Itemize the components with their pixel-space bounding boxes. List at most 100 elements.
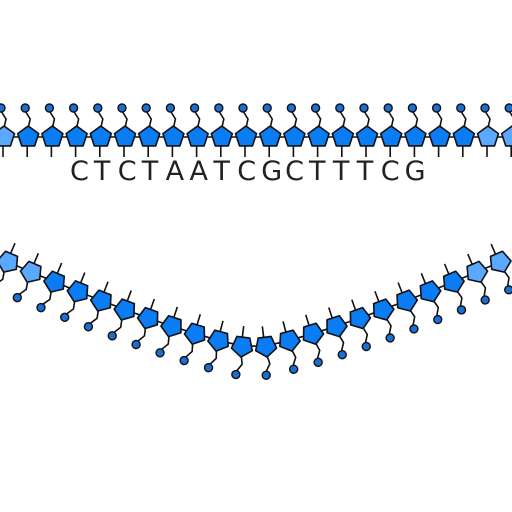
nucleotide-33 [230, 326, 254, 380]
sugar-pentagon-42 [442, 270, 465, 293]
nucleotide-12 [258, 103, 282, 157]
sugar-pentagon-10 [210, 125, 234, 147]
sugar-pentagon-25 [43, 270, 66, 293]
nucleotide-4 [65, 103, 88, 157]
nucleotide-20 [452, 103, 476, 157]
phosphate-5 [93, 103, 103, 113]
phosphate-25 [36, 302, 46, 313]
phosphate-13 [286, 103, 297, 113]
nucleotide-8 [162, 103, 185, 157]
sequence-letters: C T C T A A T C G C T T T C G [70, 156, 426, 187]
sugar-pentagon-32 [207, 329, 229, 352]
phosphate-11 [238, 103, 248, 113]
sugar-pentagon-13 [283, 125, 306, 147]
phosphate-28 [107, 331, 117, 341]
sugar-pentagon-3 [41, 125, 64, 147]
sugar-pentagon-35 [279, 329, 301, 352]
phosphate-10 [214, 103, 224, 113]
nucleotide-42 [442, 263, 467, 315]
phosphate-8 [165, 103, 176, 113]
phosphate-38 [361, 341, 371, 352]
sugar-pentagon-7 [137, 125, 161, 147]
phosphate-41 [433, 314, 443, 325]
sugar-pentagon-31 [183, 322, 206, 346]
sugar-pentagon-30 [160, 314, 182, 338]
sugar-pentagon-4 [65, 125, 88, 147]
nucleotide-13 [283, 103, 306, 157]
phosphate-1 [0, 103, 6, 113]
phosphate-6 [117, 103, 127, 113]
nucleotide-34 [254, 326, 278, 380]
phosphate-19 [431, 103, 442, 113]
nucleotide-7 [137, 103, 161, 157]
nucleotide-39 [372, 290, 395, 343]
base-letter-12: T [332, 156, 350, 187]
base-letter-8: C [237, 156, 256, 187]
nucleotide-24 [12, 253, 42, 303]
phosphate-31 [179, 355, 189, 366]
phosphate-39 [385, 333, 395, 343]
phosphate-42 [456, 305, 467, 315]
nucleotide-14 [307, 103, 330, 157]
top-dna-strand [0, 103, 512, 157]
nucleotide-38 [349, 299, 372, 352]
phosphate-32 [203, 363, 214, 373]
phosphate-15 [335, 103, 345, 113]
bottom-dna-strand [0, 242, 512, 380]
sugar-pentagon-44 [489, 250, 512, 273]
nucleotide-27 [83, 281, 112, 332]
sugar-pentagon-41 [419, 280, 442, 303]
sugar-pentagon-8 [162, 125, 185, 147]
nucleotide-2 [16, 103, 40, 157]
base-letter-14: C [381, 156, 400, 187]
nucleotide-28 [107, 290, 136, 341]
sugar-pentagon-40 [396, 289, 419, 312]
nucleotide-26 [59, 272, 89, 323]
phosphate-24 [12, 292, 23, 303]
sugar-pentagon-16 [355, 125, 379, 147]
sugar-pentagon-5 [89, 125, 113, 147]
sugar-pentagon-43 [466, 260, 489, 284]
sugar-pentagon-37 [326, 314, 348, 338]
base-letter-13: T [356, 156, 374, 187]
sugar-pentagon-1 [0, 125, 16, 147]
sugar-pentagon-36 [302, 322, 325, 346]
nucleotide-1 [0, 103, 16, 157]
nucleotide-17 [379, 103, 403, 157]
nucleotide-22 [500, 103, 512, 157]
phosphate-44 [504, 285, 512, 295]
base-letter-9: G [261, 156, 282, 187]
phosphate-2 [20, 103, 30, 113]
nucleotide-16 [355, 103, 379, 157]
nucleotide-9 [186, 103, 209, 157]
nucleotide-37 [326, 307, 348, 360]
phosphate-33 [231, 369, 241, 380]
nucleotide-41 [419, 273, 443, 325]
nucleotide-15 [331, 103, 355, 157]
nucleotide-21 [476, 103, 500, 157]
phosphate-7 [141, 103, 151, 113]
sugar-pentagon-17 [379, 125, 403, 147]
nucleotide-5 [89, 103, 113, 157]
nucleotide-44 [489, 243, 512, 295]
sugar-pentagon-21 [476, 125, 500, 147]
phosphate-36 [313, 357, 323, 368]
nucleotide-32 [203, 320, 229, 373]
base-letter-15: G [405, 156, 426, 187]
base-letter-6: A [190, 156, 209, 187]
phosphate-29 [131, 339, 141, 350]
phosphate-37 [337, 349, 347, 360]
sugar-pentagon-19 [428, 125, 451, 147]
nucleotide-36 [302, 314, 325, 368]
nucleotide-29 [131, 298, 159, 350]
sugar-pentagon-9 [186, 125, 209, 147]
nucleotide-43 [466, 253, 490, 305]
sugar-pentagon-6 [113, 125, 137, 147]
sugar-pentagon-29 [136, 306, 159, 330]
phosphate-27 [83, 322, 94, 332]
phosphate-16 [359, 103, 369, 113]
phosphate-30 [155, 348, 165, 358]
nucleotide-31 [179, 314, 206, 366]
phosphate-35 [288, 364, 299, 374]
